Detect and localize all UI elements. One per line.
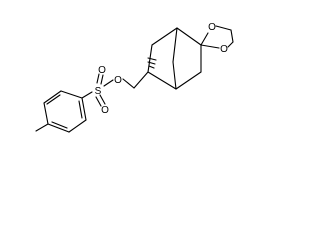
ring-double-bond [51,121,68,129]
sulfonyl-group [81,73,114,107]
oxygen-atom-label: O [114,75,122,86]
sulfur-atom-label: S [95,86,102,97]
dioxolane-bond [215,25,232,31]
oxygen-methylene-bond [122,78,135,89]
ring-bond [43,90,62,104]
hashed-bond-line [148,65,155,69]
ring-double-bond [46,94,61,105]
spiro-oxygen-bond [200,32,209,46]
methylene-linker [122,71,149,89]
cage-bridge-bond [172,27,178,63]
dioxolane-bond [230,29,234,43]
methylene-ring-bond [133,71,149,89]
cage-bond [147,71,177,90]
oxygen-atom-label: O [101,105,109,116]
methyl-bond [35,123,49,132]
ring-bond [47,123,70,133]
ring-bond [43,102,49,125]
dioxolane-ring [200,25,234,49]
spiro-oxygen-bond [200,44,220,49]
bicyclooctane [147,27,202,90]
sulfonyl-double-bond-top [96,73,100,84]
sulfur-oxygen-bond [103,79,114,87]
molecule-structure: O O O S O O [35,22,234,133]
dioxolane-bond [227,41,234,48]
hashed-bond-line [147,57,157,61]
cage-bond [175,71,202,90]
structure-canvas: O O O S O O [35,22,234,133]
sulfonyl-double-bond-bottom [99,94,106,105]
ring-bond [60,90,83,99]
ring-double-bond [78,100,83,119]
toluene-ring [35,90,87,133]
cage-bond [176,27,202,46]
ring-bond [81,97,87,121]
oxygen-atom-label: O [98,65,106,76]
sulfonyl-double-bond-top [100,74,104,85]
ring-to-sulfur-bond [81,91,93,99]
ring-bond [68,119,87,133]
cage-bond [151,27,178,46]
sulfonyl-double-bond-bottom [95,96,102,107]
hashed-bond-line [147,61,156,65]
oxygen-atom-label: O [208,22,216,33]
cage-bridge-bond [172,61,177,90]
oxygen-atom-label: O [220,44,228,55]
